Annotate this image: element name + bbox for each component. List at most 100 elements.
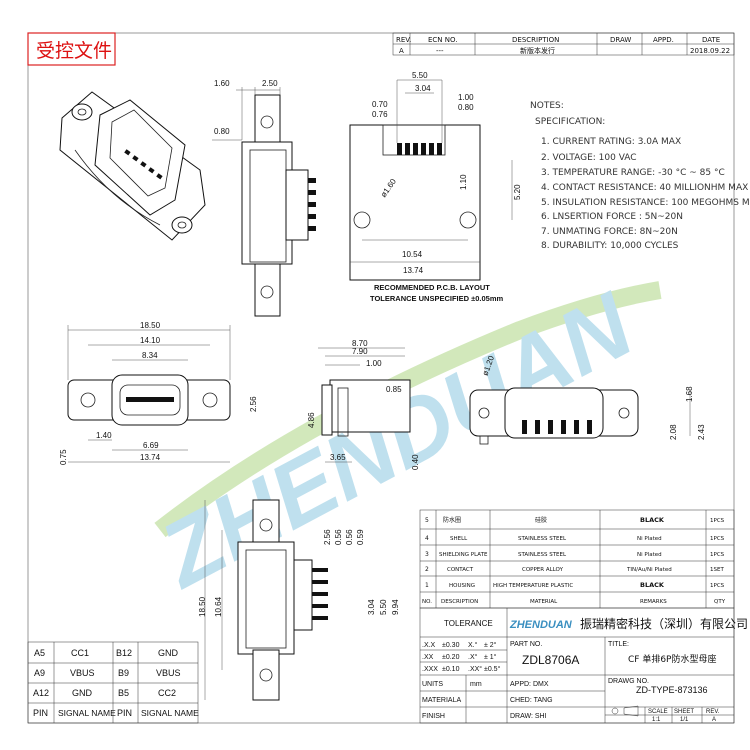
title-block: TOLERANCE ZHENDUAN 振瑞精密科技（深圳）有限公司 .X.X ±… (419, 607, 748, 724)
bom-qty-3: 1PCS (710, 552, 725, 558)
bom-header-remarks: REMARKS (640, 599, 667, 605)
dim-0-85: 0.85 (386, 385, 402, 394)
pin-r2-c3: B9 (118, 668, 129, 678)
dim-0-40: 0.40 (411, 454, 420, 470)
title-label: TITLE: (608, 641, 629, 648)
tol-row1-d: ± 2° (484, 641, 497, 649)
dim-2-43: 2.43 (697, 424, 706, 440)
controlled-stamp: 受控文件 (36, 40, 112, 62)
watermark-text: ZHENDUAN (142, 273, 651, 608)
dim-0-75: 0.75 (59, 449, 68, 465)
bom-no-2: 2 (425, 566, 429, 573)
dim-1-40: 1.40 (96, 431, 112, 440)
rev-header-appd: APPD. (653, 36, 674, 44)
bom-qty-5: 1PCS (710, 518, 725, 524)
drawing-no: ZD-TYPE-873136 (636, 685, 708, 695)
dim-2-08: 2.08 (669, 424, 678, 440)
finish-label: FINISH (422, 713, 445, 720)
rev-value: A (712, 717, 716, 723)
pin-header-c2: SIGNAL NAME (58, 708, 116, 718)
company-logo: ZHENDUAN (509, 619, 573, 631)
dim-3-04: 3.04 (415, 84, 431, 93)
notes-item-6: 6. LNSERTION FORCE : 5N~20N (541, 212, 683, 222)
bom-header-qty: QTY (714, 599, 726, 605)
dim-13-74: 13.74 (403, 266, 424, 275)
ched-label: CHED: TANG (510, 697, 553, 704)
watermark-logo: ZHENDUAN (142, 273, 662, 608)
dim-1-60: 1.60 (214, 79, 230, 88)
bom-mat-1: HIGH TEMPERATURE PLASTIC (493, 583, 573, 589)
pcb-layout-view: 5.50 3.04 0.70 0.76 1.00 0.80 ø1.60 1.10… (349, 71, 522, 303)
dim-8-34: 8.34 (142, 351, 158, 360)
rev-label: REV. (706, 709, 720, 715)
pin-r2-c4: VBUS (156, 668, 181, 678)
side-view-middle: 8.70 7.90 1.00 0.85 4.86 3.65 0.40 (307, 339, 420, 470)
dim-8-70: 8.70 (352, 339, 368, 348)
pin-r3-c2: GND (72, 688, 93, 698)
sheet-border (27, 32, 735, 724)
revision-table: REV. ECN NO. DESCRIPTION DRAW APPD. DATE… (392, 32, 735, 56)
dim-1-00: 1.00 (458, 93, 474, 102)
rev-header-desc: DESCRIPTION (512, 36, 559, 44)
notes-item-2: 2. VOLTAGE: 100 VAC (541, 153, 637, 163)
dim-4-86: 4.86 (307, 412, 316, 428)
projection-symbol (611, 705, 639, 717)
dim-10-64: 10.64 (214, 596, 223, 617)
right-view: ø1.20 1.68 2.08 2.43 (469, 354, 706, 445)
isometric-view (59, 91, 206, 241)
dim-0-76: 0.76 (372, 110, 388, 119)
dim-0-59: 0.59 (356, 529, 365, 545)
dim-0-70: 0.70 (372, 100, 388, 109)
pin-r1-c4: GND (158, 648, 179, 658)
dim-6-69: 6.69 (143, 441, 159, 450)
drawing-title: CF 单排6P防水型母座 (628, 653, 716, 665)
notes-item-5: 5. INSULATION RESISTANCE: 100 MEGOHMS MI… (541, 198, 750, 208)
pcb-layout-tolerance: TOLERANCE UNSPECIFIED ±0.05mm (370, 294, 504, 303)
dim-9-94: 9.94 (391, 599, 400, 615)
tol-row1-c: X.° (468, 641, 478, 649)
scale-label: SCALE (648, 709, 668, 715)
bom-rem-3: Ni Plated (637, 552, 662, 558)
sheet-label: SHEET (674, 709, 694, 715)
tol-row3-a: .XXX (422, 666, 438, 673)
pin-header-c4: SIGNAL NAME (141, 708, 199, 718)
notes-item-1: 1. CURRENT RATING: 3.0A MAX (541, 137, 681, 147)
pin-r2-c2: VBUS (70, 668, 95, 678)
dim-3-04b: 3.04 (367, 599, 376, 615)
pin-r3-c4: CC2 (158, 688, 176, 698)
rev-cell-rev: A (399, 47, 404, 55)
dim-18-50b: 18.50 (198, 596, 207, 617)
notes-subtitle: SPECIFICATION: (535, 117, 605, 127)
bom-desc-2: CONTACT (447, 567, 474, 573)
tol-row3-b: ±0.10 (442, 666, 460, 673)
dim-13-74b: 13.74 (140, 453, 161, 462)
dim-0-80b: 0.80 (458, 103, 474, 112)
bom-desc-4: SHELL (450, 536, 468, 542)
bom-rem-5: BLACK (640, 516, 665, 524)
bom-qty-4: 1PCS (710, 536, 725, 542)
bom-qty-2: 1SET (710, 567, 724, 573)
pcb-layout-title: RECOMMENDED P.C.B. LAYOUT (374, 283, 490, 292)
bom-header-material: MATERIAL (530, 599, 558, 605)
dim-7-90: 7.90 (352, 347, 368, 356)
drawing-no-label: DRAWG NO. (608, 678, 649, 685)
dim-0-80: 0.80 (214, 127, 230, 136)
part-no-label: PART NO. (510, 641, 542, 648)
pin-r1-c3: B12 (116, 648, 132, 658)
dim-2-56b: 2.56 (323, 529, 332, 545)
dim-1-10: 1.10 (459, 174, 468, 190)
rev-cell-desc: 新版本发行 (520, 46, 555, 55)
bom-no-4: 4 (425, 535, 429, 542)
notes-item-7: 7. UNMATING FORCE: 8N~20N (541, 227, 678, 237)
tol-row3-d: ±0.5° (484, 665, 501, 673)
notes-item-8: 8. DURABILITY: 10,000 CYCLES (541, 241, 679, 251)
tol-row1-b: ±0.30 (442, 642, 460, 649)
dim-3-65: 3.65 (330, 453, 346, 462)
bom-header-desc: DESCRIPTION (441, 599, 478, 605)
units-label: UNITS (422, 681, 443, 688)
material-label: MATERIALA (422, 697, 461, 704)
bottom-view: 18.50 10.64 2.56 0.56 0.56 0.59 3.04 5.5… (198, 499, 400, 701)
part-no: ZDL8706A (522, 653, 579, 667)
